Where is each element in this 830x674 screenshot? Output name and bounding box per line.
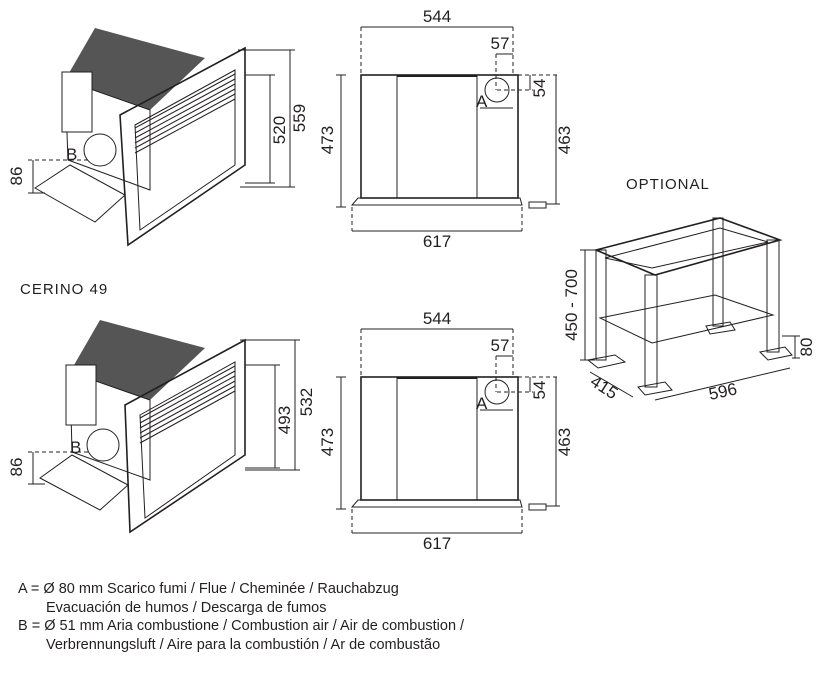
fan (83, 133, 117, 167)
dim-width-top: 544 (423, 309, 451, 328)
dim-stand-width: 596 (707, 379, 739, 403)
legend: A = Ø 80 mm Scarico fumi / Flue / Chemin… (18, 580, 464, 654)
legend-a: A = Ø 80 mm Scarico fumi / Flue / Chemin… (18, 581, 399, 597)
dim-height-body: 520 (270, 116, 289, 144)
top-grille (65, 28, 205, 110)
marker-a: A (476, 394, 488, 413)
dim-vertical-offset: 54 (530, 381, 549, 400)
legend-b-cont: Verbrennungsluft / Aire para la combusti… (46, 636, 441, 653)
dim-offset: 57 (491, 34, 510, 53)
dim-height-right: 463 (555, 428, 574, 456)
front-frame (119, 46, 246, 247)
optional-label: OPTIONAL (626, 176, 710, 193)
marker-b: B (66, 145, 77, 164)
dim-height-left: 473 (318, 428, 337, 456)
marker-a: A (476, 92, 488, 111)
iso-view-1: 559 520 86 B (7, 28, 309, 247)
dim-vertical-offset: 54 (530, 79, 549, 98)
dim-depth-side: 86 (7, 458, 26, 477)
legend-a-cont: Evacuación de humos / Descarga de fumos (46, 599, 327, 616)
dim-width-base: 617 (423, 232, 451, 251)
marker-b: B (70, 438, 81, 457)
control-box (61, 71, 93, 133)
dim-height-left: 473 (318, 126, 337, 154)
dim-depth-side: 86 (7, 167, 26, 186)
legend-b: B = Ø 51 mm Aria combustione / Combustio… (18, 618, 465, 634)
ash-drawer (34, 164, 126, 223)
dim-stand-depth: 415 (587, 372, 621, 403)
dim-offset: 57 (491, 336, 510, 355)
front-view-1: 544 57 54 A 473 463 617 (318, 7, 574, 251)
dim-width-base: 617 (423, 534, 451, 553)
optional-stand: 450 - 700 80 415 596 (562, 217, 816, 404)
dim-height-total: 559 (290, 104, 309, 132)
front-view-2: 544 57 54 A 473 463 617 (318, 309, 574, 553)
dim-width-top: 544 (423, 7, 451, 26)
model-label: CERINO 49 (20, 281, 108, 298)
iso-view-2: 532 493 86 B (7, 320, 316, 534)
dim-foot-height: 80 (797, 338, 816, 357)
dim-height-body: 493 (275, 406, 294, 434)
dim-height-right: 463 (555, 126, 574, 154)
dim-stand-height: 450 - 700 (562, 269, 581, 341)
dim-height-total: 532 (297, 388, 316, 416)
